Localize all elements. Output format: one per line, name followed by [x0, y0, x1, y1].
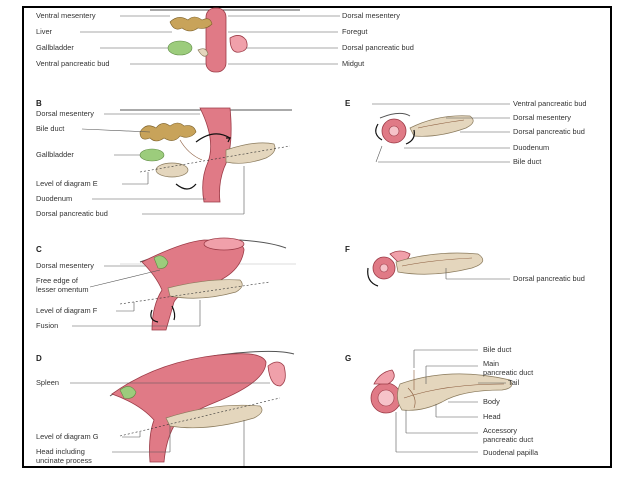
panel-letter-c: C — [36, 245, 42, 254]
label-free-edge: Free edge of — [36, 276, 79, 285]
label-dorsal-mesentery-b: Dorsal mesentery — [36, 109, 94, 118]
label-ventral-pancreatic-bud-e: Ventral pancreatic bud — [513, 99, 587, 108]
label-tail: Tail — [508, 378, 519, 387]
panel-letter-d: D — [36, 354, 42, 363]
panel-letter-e: E — [345, 99, 351, 108]
label-accessory: Accessory — [483, 426, 517, 435]
label-dorsal-pancreatic-bud-e: Dorsal pancreatic bud — [513, 127, 585, 136]
label-dorsal-pancreatic-bud-f: Dorsal pancreatic bud — [513, 274, 585, 283]
label-spleen: Spleen — [36, 378, 59, 387]
label-bile-duct-e: Bile duct — [513, 157, 541, 166]
label-midgut: Midgut — [342, 59, 364, 68]
panel-g: G Bile duct Main pancreatic duct Tail Bo… — [345, 345, 539, 457]
label-main: Main — [483, 359, 499, 368]
label-bile-duct-b: Bile duct — [36, 124, 64, 133]
label-head: Head — [483, 412, 501, 421]
label-liver: Liver — [36, 27, 53, 36]
label-pancreatic-duct-accessory: pancreatic duct — [483, 435, 533, 444]
label-duodenal-papilla: Duodenal papilla — [483, 448, 539, 457]
panel-f: F Dorsal pancreatic bud — [345, 245, 585, 287]
label-dorsal-mesentery-e: Dorsal mesentery — [513, 113, 571, 122]
label-body: Body — [483, 397, 500, 406]
label-gallbladder-b: Gallbladder — [36, 150, 74, 159]
panel-letter-g: G — [345, 354, 351, 363]
label-uncinate-process: uncinate process — [36, 456, 92, 465]
frame-border — [22, 6, 612, 468]
panel-c: C Dorsal mesentery Free edge of lesser o… — [36, 237, 296, 331]
label-dorsal-pancreatic-bud-b: Dorsal pancreatic bud — [36, 209, 108, 218]
label-level-diagram-g: Level of diagram G — [36, 432, 99, 441]
label-duodenum-e: Duodenum — [513, 143, 549, 152]
panel-d: D Spleen Level of diagram G Head includi… — [36, 350, 295, 466]
label-bile-duct-g: Bile duct — [483, 345, 511, 354]
panel-e: E Ventral pancreatic bud Dorsal mesenter… — [345, 99, 587, 166]
label-ventral-pancreatic-bud-a: Ventral pancreatic bud — [36, 59, 110, 68]
label-dorsal-mesentery-c: Dorsal mesentery — [36, 261, 94, 270]
label-level-diagram-e: Level of diagram E — [36, 179, 98, 188]
label-dorsal-mesentery-a: Dorsal mesentery — [342, 11, 400, 20]
label-ventral-mesentery: Ventral mesentery — [36, 11, 96, 20]
panel-letter-f: F — [345, 245, 350, 254]
label-fusion: Fusion — [36, 321, 58, 330]
label-gallbladder-a: Gallbladder — [36, 43, 74, 52]
panel-b: B Dorsal mesentery Bile duct Gallbladder… — [36, 99, 292, 218]
panel-letter-b: B — [36, 99, 42, 108]
label-lesser-omentum: lesser omentum — [36, 285, 89, 294]
label-pancreatic-duct-main: pancreatic duct — [483, 368, 533, 377]
label-head-including: Head including — [36, 447, 85, 456]
label-duodenum-b: Duodenum — [36, 194, 72, 203]
panel-a: Ventral mesentery Liver Gallbladder Vent… — [36, 7, 414, 73]
label-foregut: Foregut — [342, 27, 367, 36]
label-level-diagram-f: Level of diagram F — [36, 306, 98, 315]
label-dorsal-pancreatic-bud-a: Dorsal pancreatic bud — [342, 43, 414, 52]
